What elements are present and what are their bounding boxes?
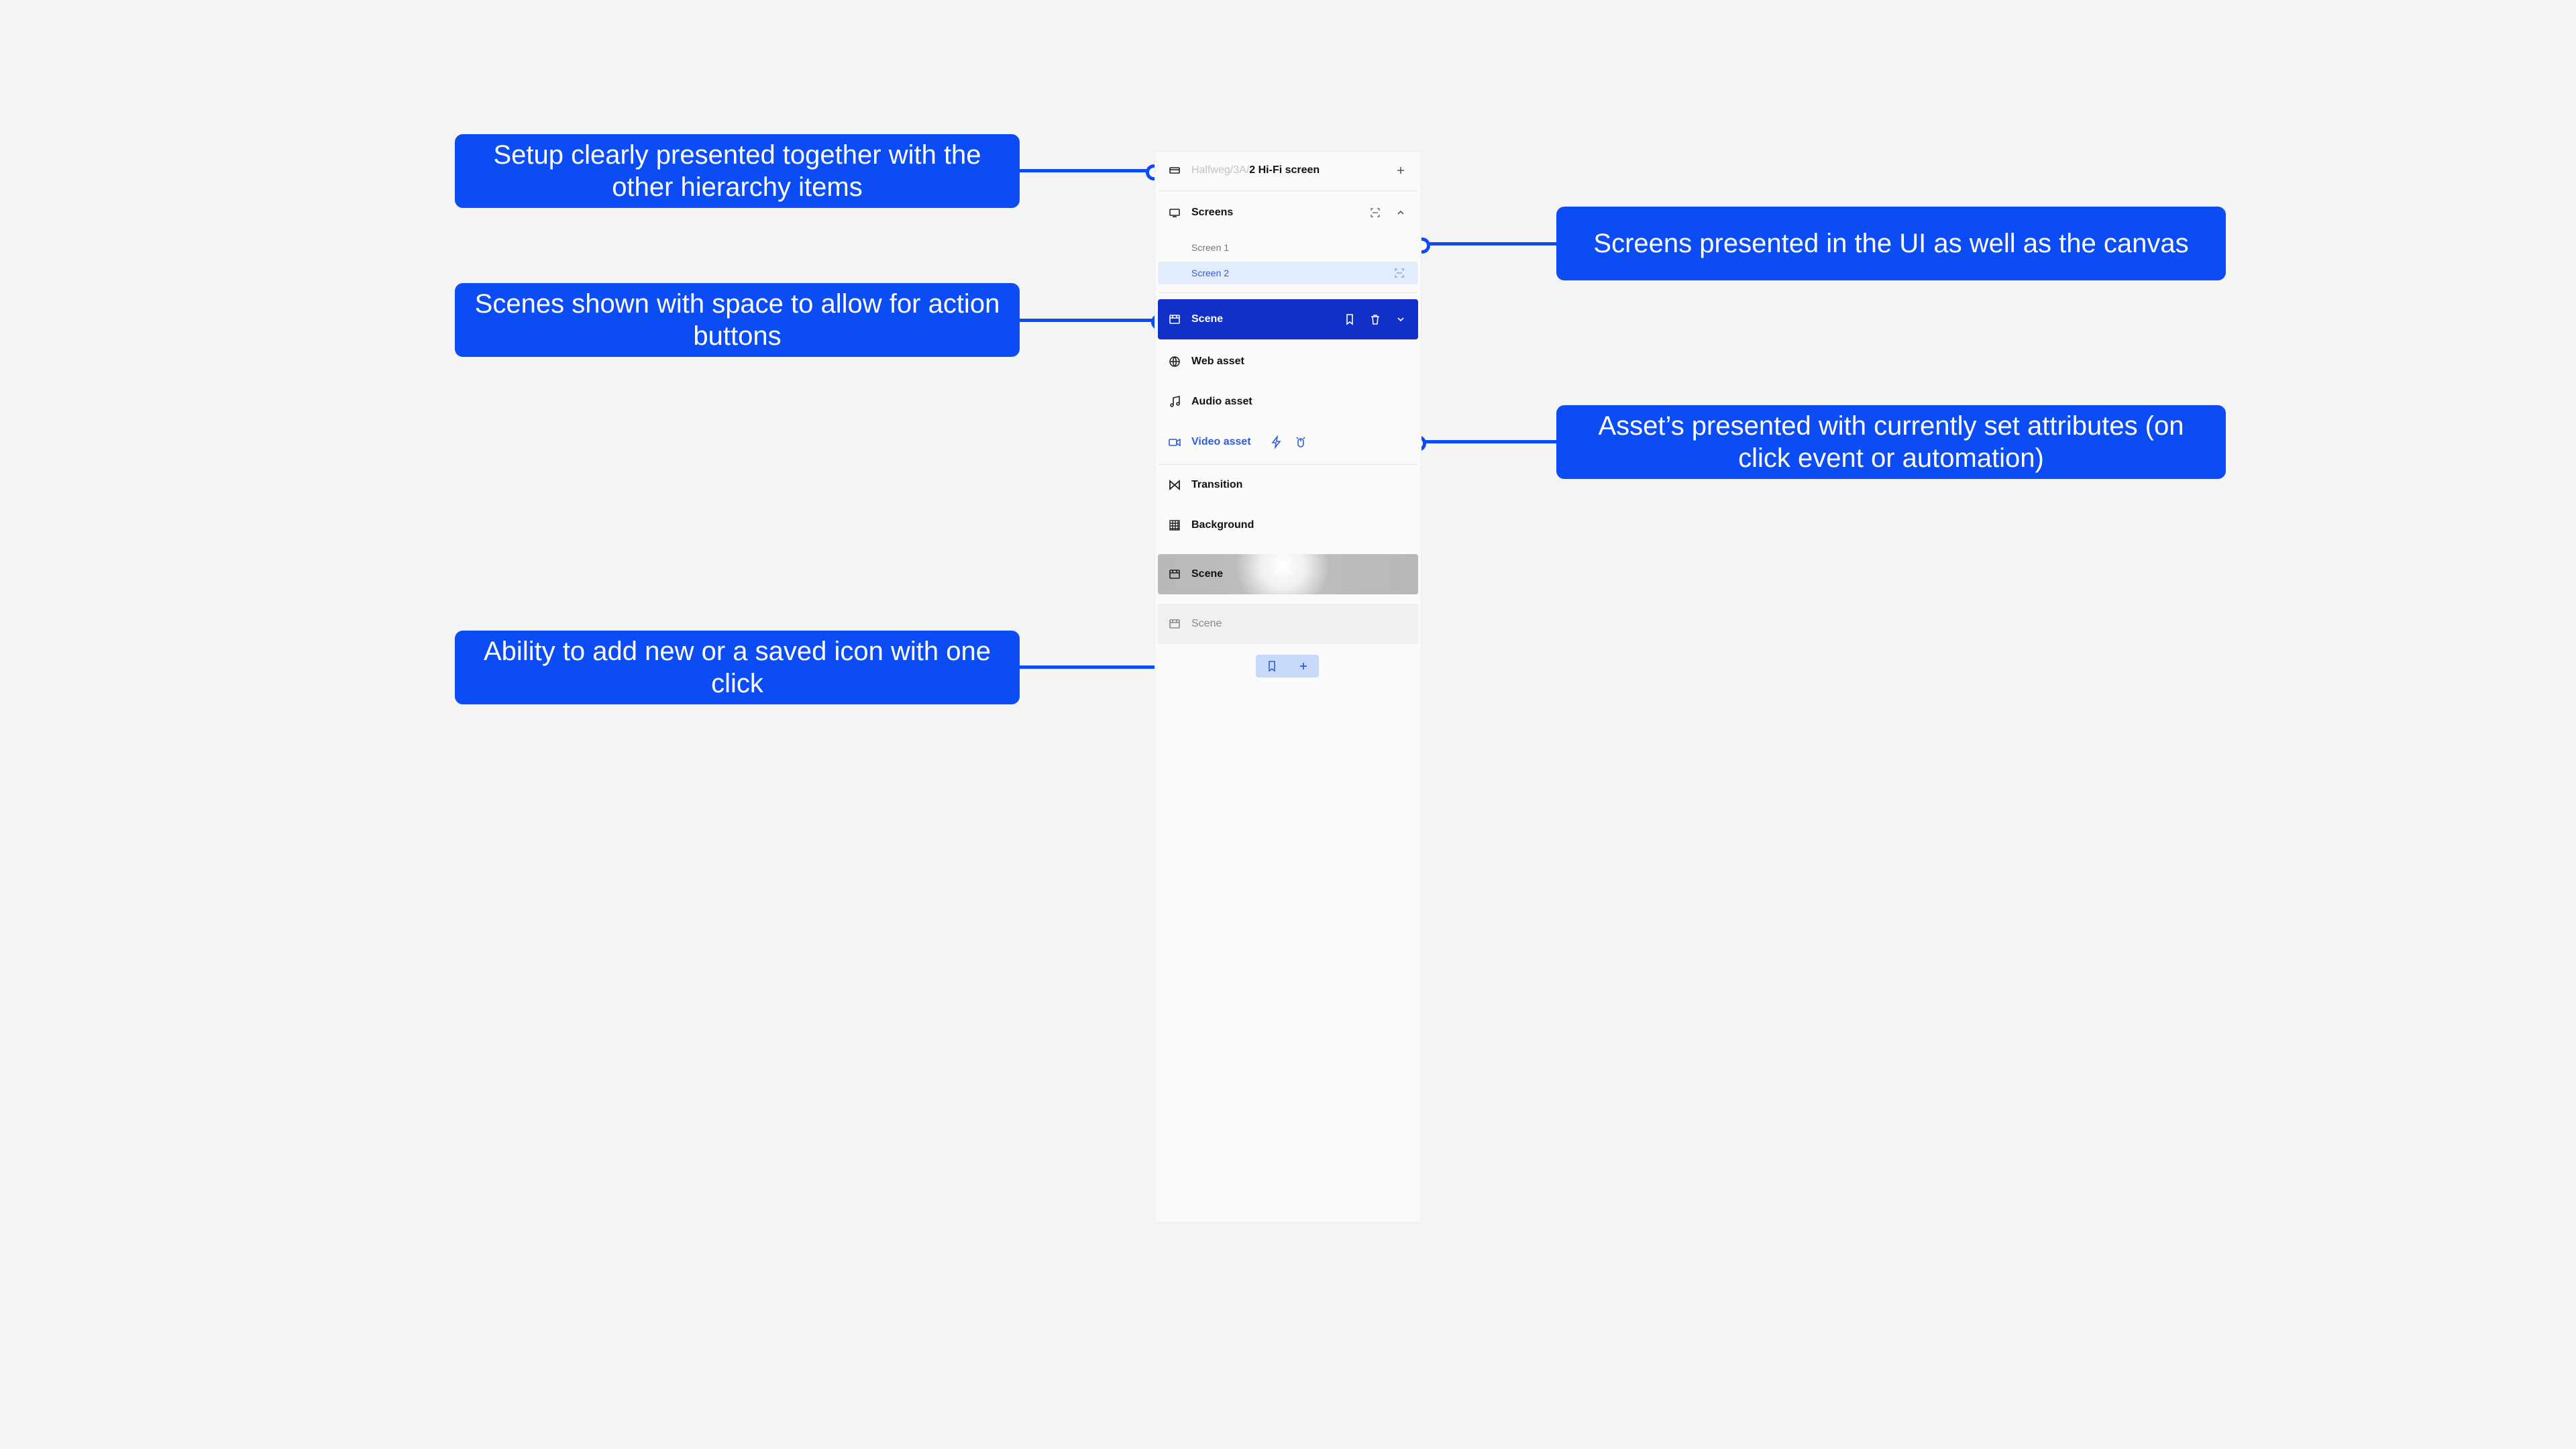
scene-icon <box>1167 312 1182 327</box>
screens-label: Screens <box>1191 207 1234 218</box>
setup-row[interactable]: Halfweg/3A/ 2 Hi-Fi screen <box>1158 152 1418 189</box>
chevron-up-icon[interactable] <box>1394 206 1407 219</box>
scene-icon <box>1167 567 1182 582</box>
connector-add <box>1020 665 1256 669</box>
divider <box>1158 292 1418 293</box>
scene-row-thumbnail[interactable]: Scene <box>1158 554 1418 594</box>
background-pattern-icon <box>1167 518 1182 533</box>
frame-icon[interactable] <box>1393 266 1406 280</box>
asset-attributes <box>1270 435 1307 449</box>
setup-actions <box>1394 164 1418 177</box>
connector-scenes <box>1020 319 1158 322</box>
callout-assets-text: Asset’s presented with currently set att… <box>1598 411 2184 473</box>
asset-label: Video asset <box>1191 436 1251 447</box>
callout-add-text: Ability to add new or a saved icon with … <box>484 637 991 698</box>
scene-label: Scene <box>1191 313 1224 325</box>
add-scene-bar <box>1256 655 1319 678</box>
divider <box>1158 464 1418 465</box>
scene-label: Scene <box>1191 618 1222 629</box>
add-icon[interactable] <box>1394 164 1407 177</box>
callout-scenes: Scenes shown with space to allow for act… <box>455 283 1020 357</box>
connector-setup <box>1020 169 1154 172</box>
music-note-icon <box>1167 394 1182 409</box>
callout-scenes-text: Scenes shown with space to allow for act… <box>474 289 1000 351</box>
asset-row-video[interactable]: Video asset <box>1158 423 1418 462</box>
screen-icon <box>1167 205 1182 220</box>
callout-setup-text: Setup clearly presented together with th… <box>493 140 981 202</box>
transition-row[interactable]: Transition <box>1158 466 1418 504</box>
callout-screens: Screens presented in the UI as well as t… <box>1556 207 2226 280</box>
background-label: Background <box>1191 519 1254 531</box>
trash-icon[interactable] <box>1368 313 1382 326</box>
video-camera-icon <box>1167 435 1182 449</box>
screen-item-label: Screen 1 <box>1191 242 1230 253</box>
asset-label: Audio asset <box>1191 396 1252 407</box>
breadcrumb-path[interactable]: Halfweg/3A/ <box>1191 164 1250 176</box>
connector-screens <box>1422 242 1556 246</box>
chevron-down-icon[interactable] <box>1394 313 1407 326</box>
callout-screens-text: Screens presented in the UI as well as t… <box>1593 229 2189 258</box>
transition-label: Transition <box>1191 479 1243 490</box>
screen-item-2[interactable]: Screen 2 <box>1158 262 1418 284</box>
transition-icon <box>1167 478 1182 492</box>
connector-assets <box>1418 440 1556 443</box>
asset-row-audio[interactable]: Audio asset <box>1158 382 1418 421</box>
bookmark-icon[interactable] <box>1343 313 1356 326</box>
asset-label: Web asset <box>1191 356 1244 367</box>
setup-icon <box>1167 163 1182 178</box>
callout-assets: Asset’s presented with currently set att… <box>1556 405 2226 479</box>
hierarchy-panel: Halfweg/3A/ 2 Hi-Fi screen Screens Scree… <box>1155 152 1421 1222</box>
asset-row-web[interactable]: Web asset <box>1158 342 1418 381</box>
screens-header[interactable]: Screens <box>1158 193 1418 232</box>
breadcrumb-title: 2 Hi-Fi screen <box>1249 164 1320 176</box>
globe-icon <box>1167 354 1182 369</box>
screen-item-label: Screen 2 <box>1191 268 1230 278</box>
screen-item-1[interactable]: Screen 1 <box>1158 236 1418 259</box>
scene-icon <box>1167 616 1182 631</box>
saved-bookmark-icon[interactable] <box>1265 659 1279 673</box>
add-icon[interactable] <box>1297 659 1310 673</box>
click-icon[interactable] <box>1294 435 1307 449</box>
background-row[interactable]: Background <box>1158 506 1418 545</box>
callout-setup: Setup clearly presented together with th… <box>455 134 1020 208</box>
callout-add: Ability to add new or a saved icon with … <box>455 631 1020 704</box>
screens-actions <box>1368 206 1418 219</box>
scene-label: Scene <box>1191 568 1224 580</box>
scene-row-active[interactable]: Scene <box>1158 299 1418 339</box>
scene-actions <box>1343 313 1418 326</box>
lightning-icon[interactable] <box>1270 435 1283 449</box>
scene-row-collapsed[interactable]: Scene <box>1158 604 1418 644</box>
frame-icon[interactable] <box>1368 206 1382 219</box>
